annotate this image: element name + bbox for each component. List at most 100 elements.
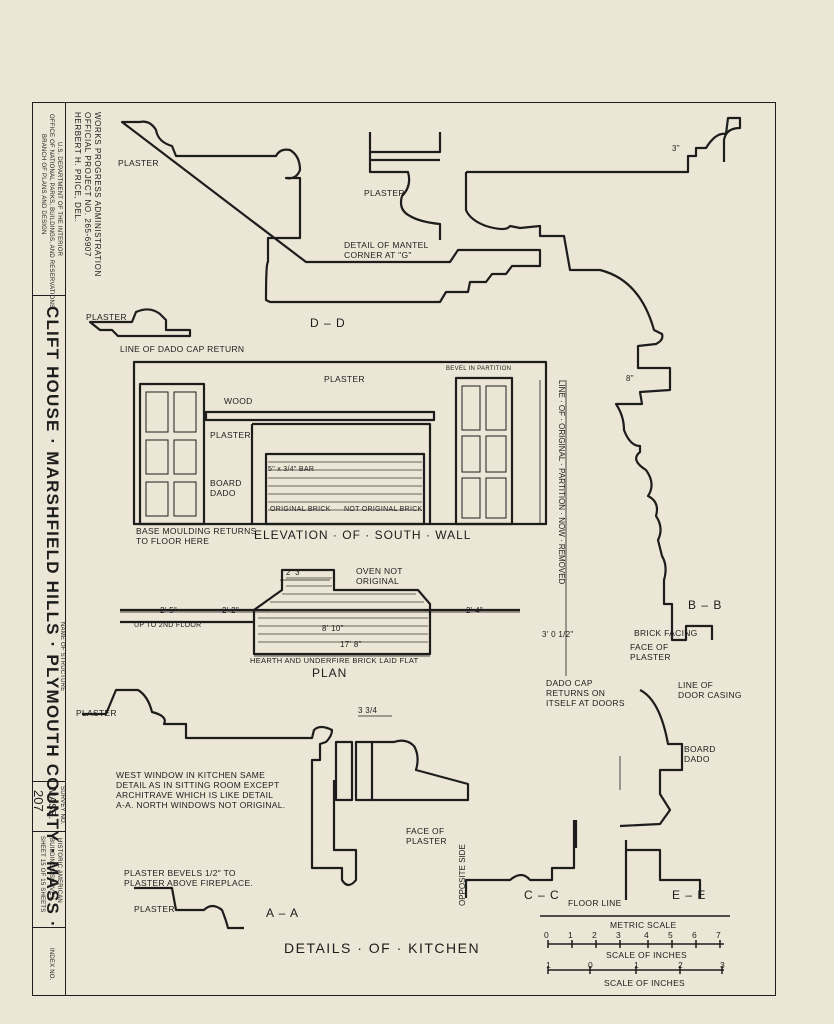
dimension-lines	[120, 380, 621, 790]
label-not-original-brick: NOT ORIGINAL BRICK	[344, 506, 423, 513]
dim-2-4: 2' 4"	[466, 606, 483, 615]
dim-8-10: 8' 10"	[322, 624, 344, 633]
metric-tick-5: 5	[668, 930, 674, 940]
inches-scale-label-2: SCALE OF INCHES	[604, 978, 686, 988]
label-brick-facing: BRICK FACING	[634, 628, 698, 638]
profile-cc	[372, 739, 470, 802]
label-bb: B – B	[688, 598, 723, 612]
mantel-detail	[368, 132, 442, 240]
elevation-left-door	[138, 382, 206, 526]
door-panels	[145, 385, 507, 519]
label-oven-1: OVEN NOT	[356, 566, 403, 576]
label-base-moulding-1: BASE MOULDING RETURNS	[136, 526, 257, 536]
title-block-survey-cell: SURVEY NO. MASS. 207	[31, 782, 66, 832]
label-ee: E – E	[672, 888, 707, 902]
label-mantel-detail-1: DETAIL OF MANTEL	[344, 240, 429, 250]
label-plaster-aa: PLASTER	[76, 708, 117, 718]
label-face-of-plaster-cc-2: PLASTER	[406, 836, 447, 846]
title-block-habs-cell: HISTORIC AMERICAN BUILDINGS SURVEY SHEET…	[32, 832, 66, 928]
elevation-mantel	[204, 410, 436, 524]
dim-8: 8"	[626, 374, 634, 383]
label-plaster-dd: PLASTER	[118, 158, 159, 168]
label-west-window-4: A-A. NORTH WINDOWS NOT ORIGINAL.	[116, 800, 286, 810]
label-bar: 5" x 3/4" BAR	[268, 466, 315, 473]
label-floor-line: FLOOR LINE	[568, 898, 622, 908]
profile-ee	[619, 689, 702, 900]
profile-bb	[464, 172, 714, 642]
elevation-firebox	[264, 452, 426, 526]
inch-tick-2: 1	[634, 960, 640, 970]
dim-2-3: 2' 3"	[286, 568, 303, 577]
label-cc: C – C	[524, 888, 560, 902]
label-line-partition: LINE · OF · ORIGINAL · PARTITION · NOW ·…	[557, 380, 566, 585]
sheet-title: DETAILS · OF · KITCHEN	[284, 940, 481, 956]
label-up-to-2nd: UP TO 2ND FLOOR	[134, 622, 202, 629]
label-oven-2: ORIGINAL	[356, 576, 400, 586]
dim-17-8: 17' 8"	[340, 640, 362, 649]
title-block: U.S. DEPARTMENT OF THE INTERIOR OFFICE O…	[31, 102, 66, 996]
profile-bb-top	[466, 116, 742, 174]
label-west-window-2: DETAIL AS IN SITTING ROOM EXCEPT	[116, 780, 280, 790]
label-original-brick: ORIGINAL BRICK	[270, 506, 331, 513]
profile-cc-lower	[464, 820, 578, 898]
inch-tick-1: 0	[588, 960, 594, 970]
title-block-structure-cell: CLIFT HOUSE · MARSHFIELD HILLS · PLYMOUT…	[32, 296, 66, 928]
label-plaster-bevels-1: PLASTER BEVELS 1/2" TO	[124, 868, 236, 878]
label-plaster-left: PLASTER	[86, 312, 127, 322]
profile-dd	[120, 120, 542, 304]
label-opposite-side: OPPOSITE SIDE	[458, 844, 467, 906]
label-mantel-plaster: PLASTER	[364, 188, 405, 198]
label-face-plaster-2: PLASTER	[630, 652, 671, 662]
plan-chimney	[252, 568, 432, 656]
inch-tick-0: 1	[546, 960, 552, 970]
label-dado-cap-2: RETURNS ON	[546, 688, 606, 698]
label-west-window-1: WEST WINDOW IN KITCHEN SAME	[116, 770, 266, 780]
plan-brick-hatch	[258, 577, 428, 643]
metric-tick-1: 1	[568, 930, 574, 940]
label-board-dado-bb-2: DADO	[684, 754, 710, 764]
dim-3: 3"	[672, 144, 680, 153]
dim-2-5: 2' 5"	[160, 606, 177, 615]
profile-cc-left	[334, 740, 374, 802]
inch-tick-3: 2	[678, 960, 684, 970]
label-dado-cap-1: DADO CAP	[546, 678, 593, 688]
label-board-dado-1: BOARD	[210, 478, 242, 488]
label-face-of-plaster-cc-1: FACE OF	[406, 826, 445, 836]
label-west-window-3: ARCHITRAVE WHICH IS LIKE DETAIL	[116, 790, 274, 800]
label-board-dado-bb-1: BOARD	[684, 744, 716, 754]
metric-tick-7: 7	[716, 930, 722, 940]
metric-tick-6: 6	[692, 930, 698, 940]
label-base-moulding-2: TO FLOOR HERE	[136, 536, 210, 546]
label-dd: D – D	[310, 316, 346, 330]
dim-2-2: 2' 2"	[222, 606, 239, 615]
dim-3-3: 3 3/4	[358, 706, 378, 715]
metric-tick-3: 3	[616, 930, 622, 940]
plan-title: PLAN	[312, 666, 348, 680]
metric-scale-label: METRIC SCALE	[610, 920, 677, 930]
label-plaster-aa2: PLASTER	[134, 904, 175, 914]
label-dado-cap-3: ITSELF AT DOORS	[546, 698, 625, 708]
title-block-office-cell: U.S. DEPARTMENT OF THE INTERIOR OFFICE O…	[32, 102, 66, 308]
label-aa: A – A	[266, 906, 300, 920]
profile-aa-lower	[134, 886, 244, 930]
label-board-dado-2: DADO	[210, 488, 236, 498]
label-line-dado: LINE OF DADO CAP RETURN	[120, 344, 245, 354]
dim-3-0: 3' 0 1/2"	[542, 630, 574, 639]
label-mantel-detail-2: CORNER AT "G"	[344, 250, 412, 260]
label-plaster2: PLASTER	[210, 430, 251, 440]
elevation-right-door	[454, 376, 514, 526]
inch-tick-4: 3	[720, 960, 726, 970]
label-bevel: BEVEL IN PARTITION	[446, 366, 512, 372]
label-line-door-1: LINE OF	[678, 680, 714, 690]
firebox-lines	[268, 461, 422, 511]
profile-aa	[82, 688, 358, 887]
label-hearth: HEARTH AND UNDERFIRE BRICK LAID FLAT	[250, 656, 419, 665]
sheet-border	[32, 102, 776, 996]
label-wood: WOOD	[224, 396, 253, 406]
label-line-door-2: DOOR CASING	[678, 690, 742, 700]
metric-tick-2: 2	[592, 930, 598, 940]
label-elev-plaster: PLASTER	[324, 374, 365, 384]
metric-tick-0: 0	[544, 930, 550, 940]
